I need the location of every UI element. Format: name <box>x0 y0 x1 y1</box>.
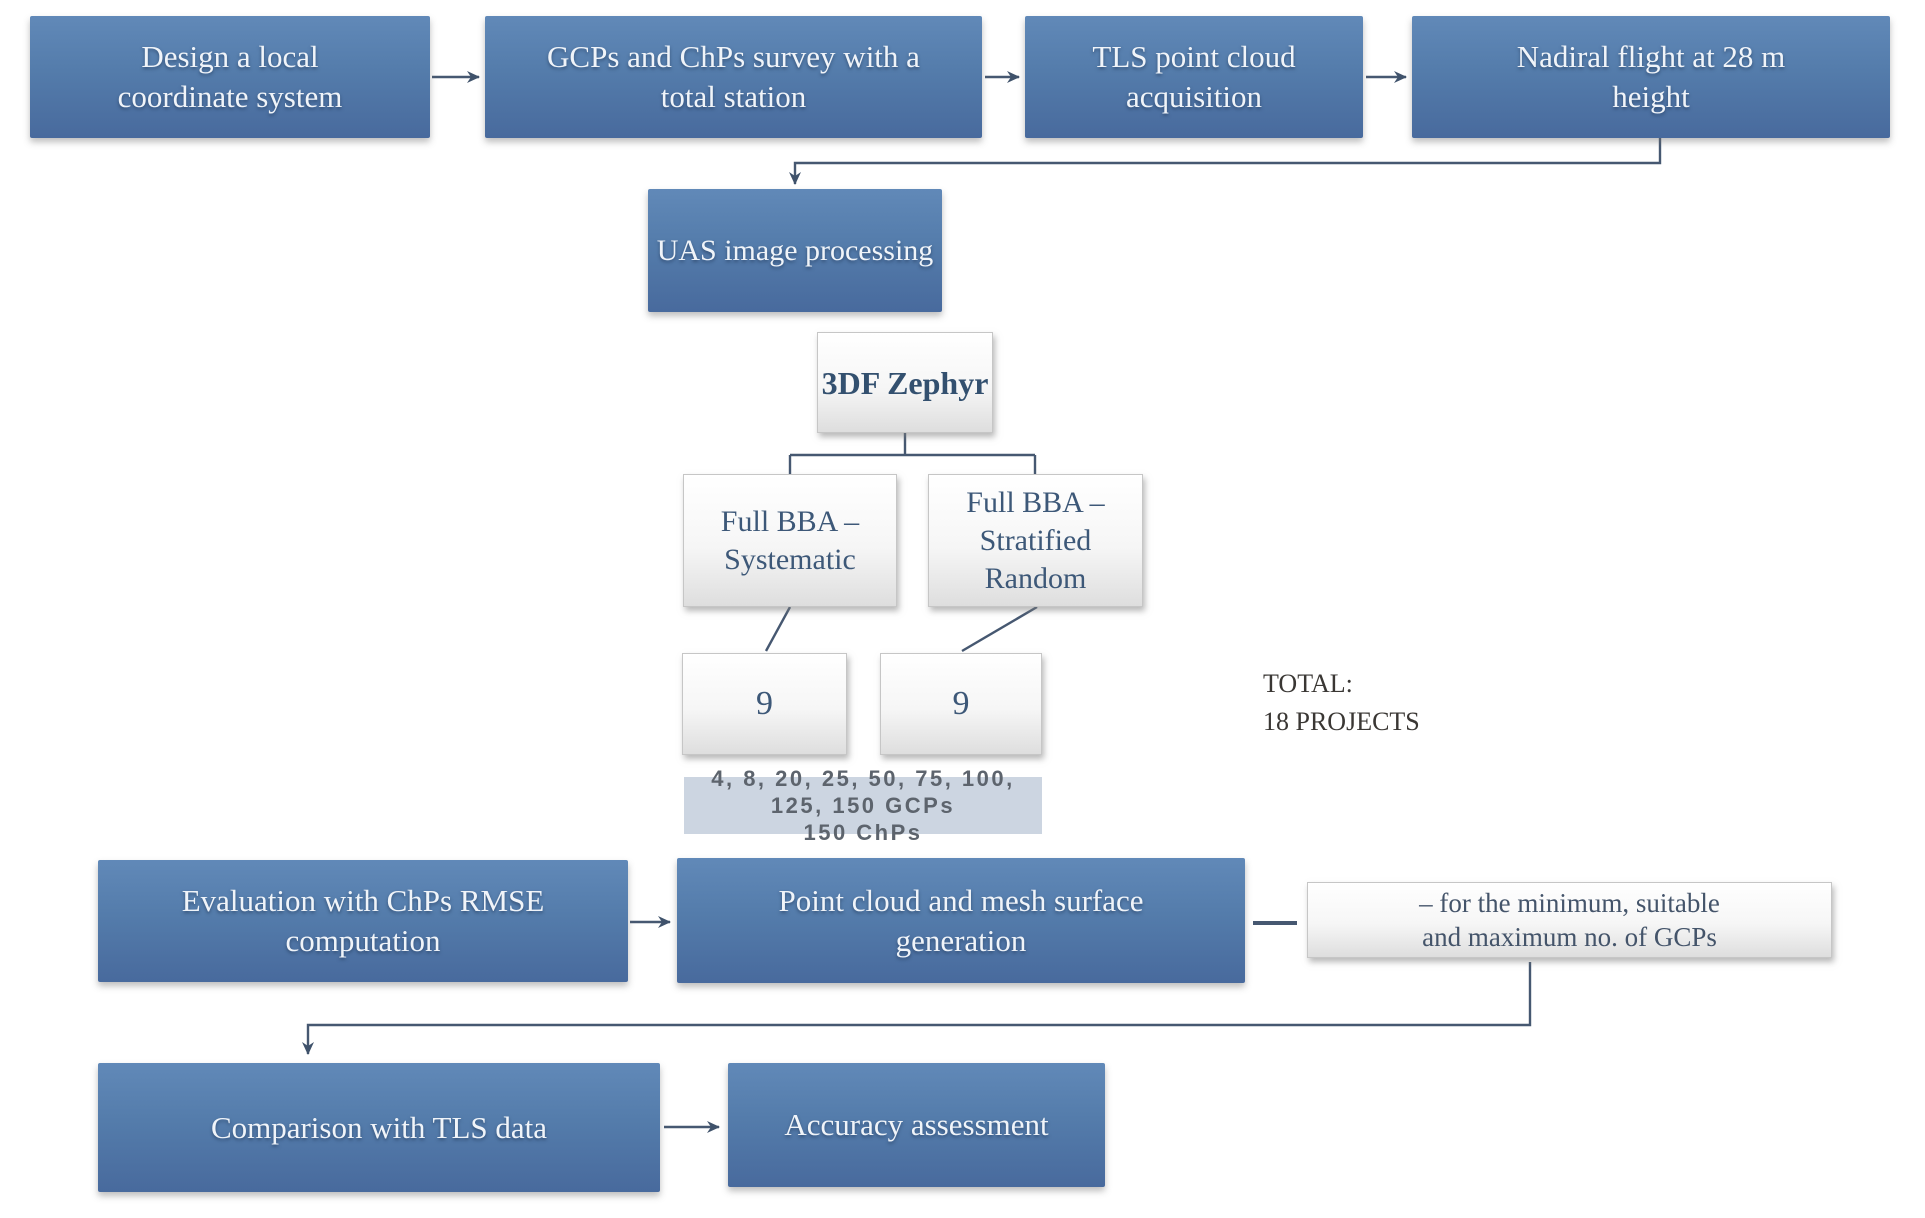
node-evaluation-rmse: Evaluation with ChPs RMSE computation <box>98 860 628 982</box>
node-project-count-stratified: 9 <box>880 653 1042 755</box>
node-full-bba-stratified-random: Full BBA – Stratified Random <box>928 474 1143 607</box>
total-projects-label: TOTAL: 18 PROJECTS <box>1263 665 1523 741</box>
band-line1: 4, 8, 20, 25, 50, 75, 100, 125, 150 GCPs <box>711 766 1015 818</box>
node-label: TLS point cloud acquisition <box>1092 39 1296 114</box>
connector-stratified-to-count <box>961 605 1038 653</box>
band-line2: 150 ChPs <box>803 820 923 845</box>
note-line2: and maximum no. of GCPs <box>1422 922 1717 952</box>
node-comparison-tls: Comparison with TLS data <box>98 1063 660 1192</box>
node-label: Evaluation with ChPs RMSE computation <box>181 883 545 958</box>
node-gcp-note: – for the minimum, suitable and maximum … <box>1307 882 1832 958</box>
node-uas-image-processing: UAS image processing <box>648 189 942 312</box>
connector-note-to-comparison <box>302 962 1532 1055</box>
connector-zephyr-branches <box>788 433 1037 474</box>
node-design-coordinate-system: Design a local coordinate system <box>30 16 430 138</box>
node-label: Full BBA – Systematic <box>720 504 860 576</box>
total-line1: TOTAL: <box>1263 669 1353 698</box>
node-label: Design a local coordinate system <box>117 39 343 114</box>
count-value: 9 <box>756 685 773 722</box>
node-label: Nadiral flight at 28 m height <box>1516 39 1786 114</box>
note-line1: – for the minimum, suitable <box>1419 888 1720 918</box>
gcp-configurations-band: 4, 8, 20, 25, 50, 75, 100, 125, 150 GCPs… <box>684 766 1042 845</box>
node-label: Full BBA – Stratified Random <box>966 485 1105 595</box>
node-label: Comparison with TLS data <box>210 1109 548 1145</box>
node-tls-acquisition: TLS point cloud acquisition <box>1025 16 1363 138</box>
node-label: UAS image processing <box>656 233 934 267</box>
total-line2: 18 PROJECTS <box>1263 707 1420 736</box>
node-full-bba-systematic: Full BBA – Systematic <box>683 474 897 607</box>
node-3df-zephyr: 3DF Zephyr <box>817 332 993 433</box>
node-gcp-chp-survey: GCPs and ChPs survey with a total statio… <box>485 16 982 138</box>
node-label: Accuracy assessment <box>784 1107 1049 1142</box>
node-label: 3DF Zephyr <box>821 364 989 401</box>
note-text: – for the minimum, suitable and maximum … <box>1419 886 1720 954</box>
node-point-cloud-mesh-generation: Point cloud and mesh surface generation <box>677 858 1245 983</box>
connector-nadiral-to-uas <box>789 138 1662 185</box>
node-project-count-systematic: 9 <box>682 653 847 755</box>
connector-systematic-to-count <box>764 606 792 652</box>
count-value: 9 <box>952 685 970 722</box>
node-label: Point cloud and mesh surface generation <box>778 882 1144 958</box>
node-nadiral-flight: Nadiral flight at 28 m height <box>1412 16 1890 138</box>
node-label: GCPs and ChPs survey with a total statio… <box>547 39 920 114</box>
node-accuracy-assessment: Accuracy assessment <box>728 1063 1105 1187</box>
